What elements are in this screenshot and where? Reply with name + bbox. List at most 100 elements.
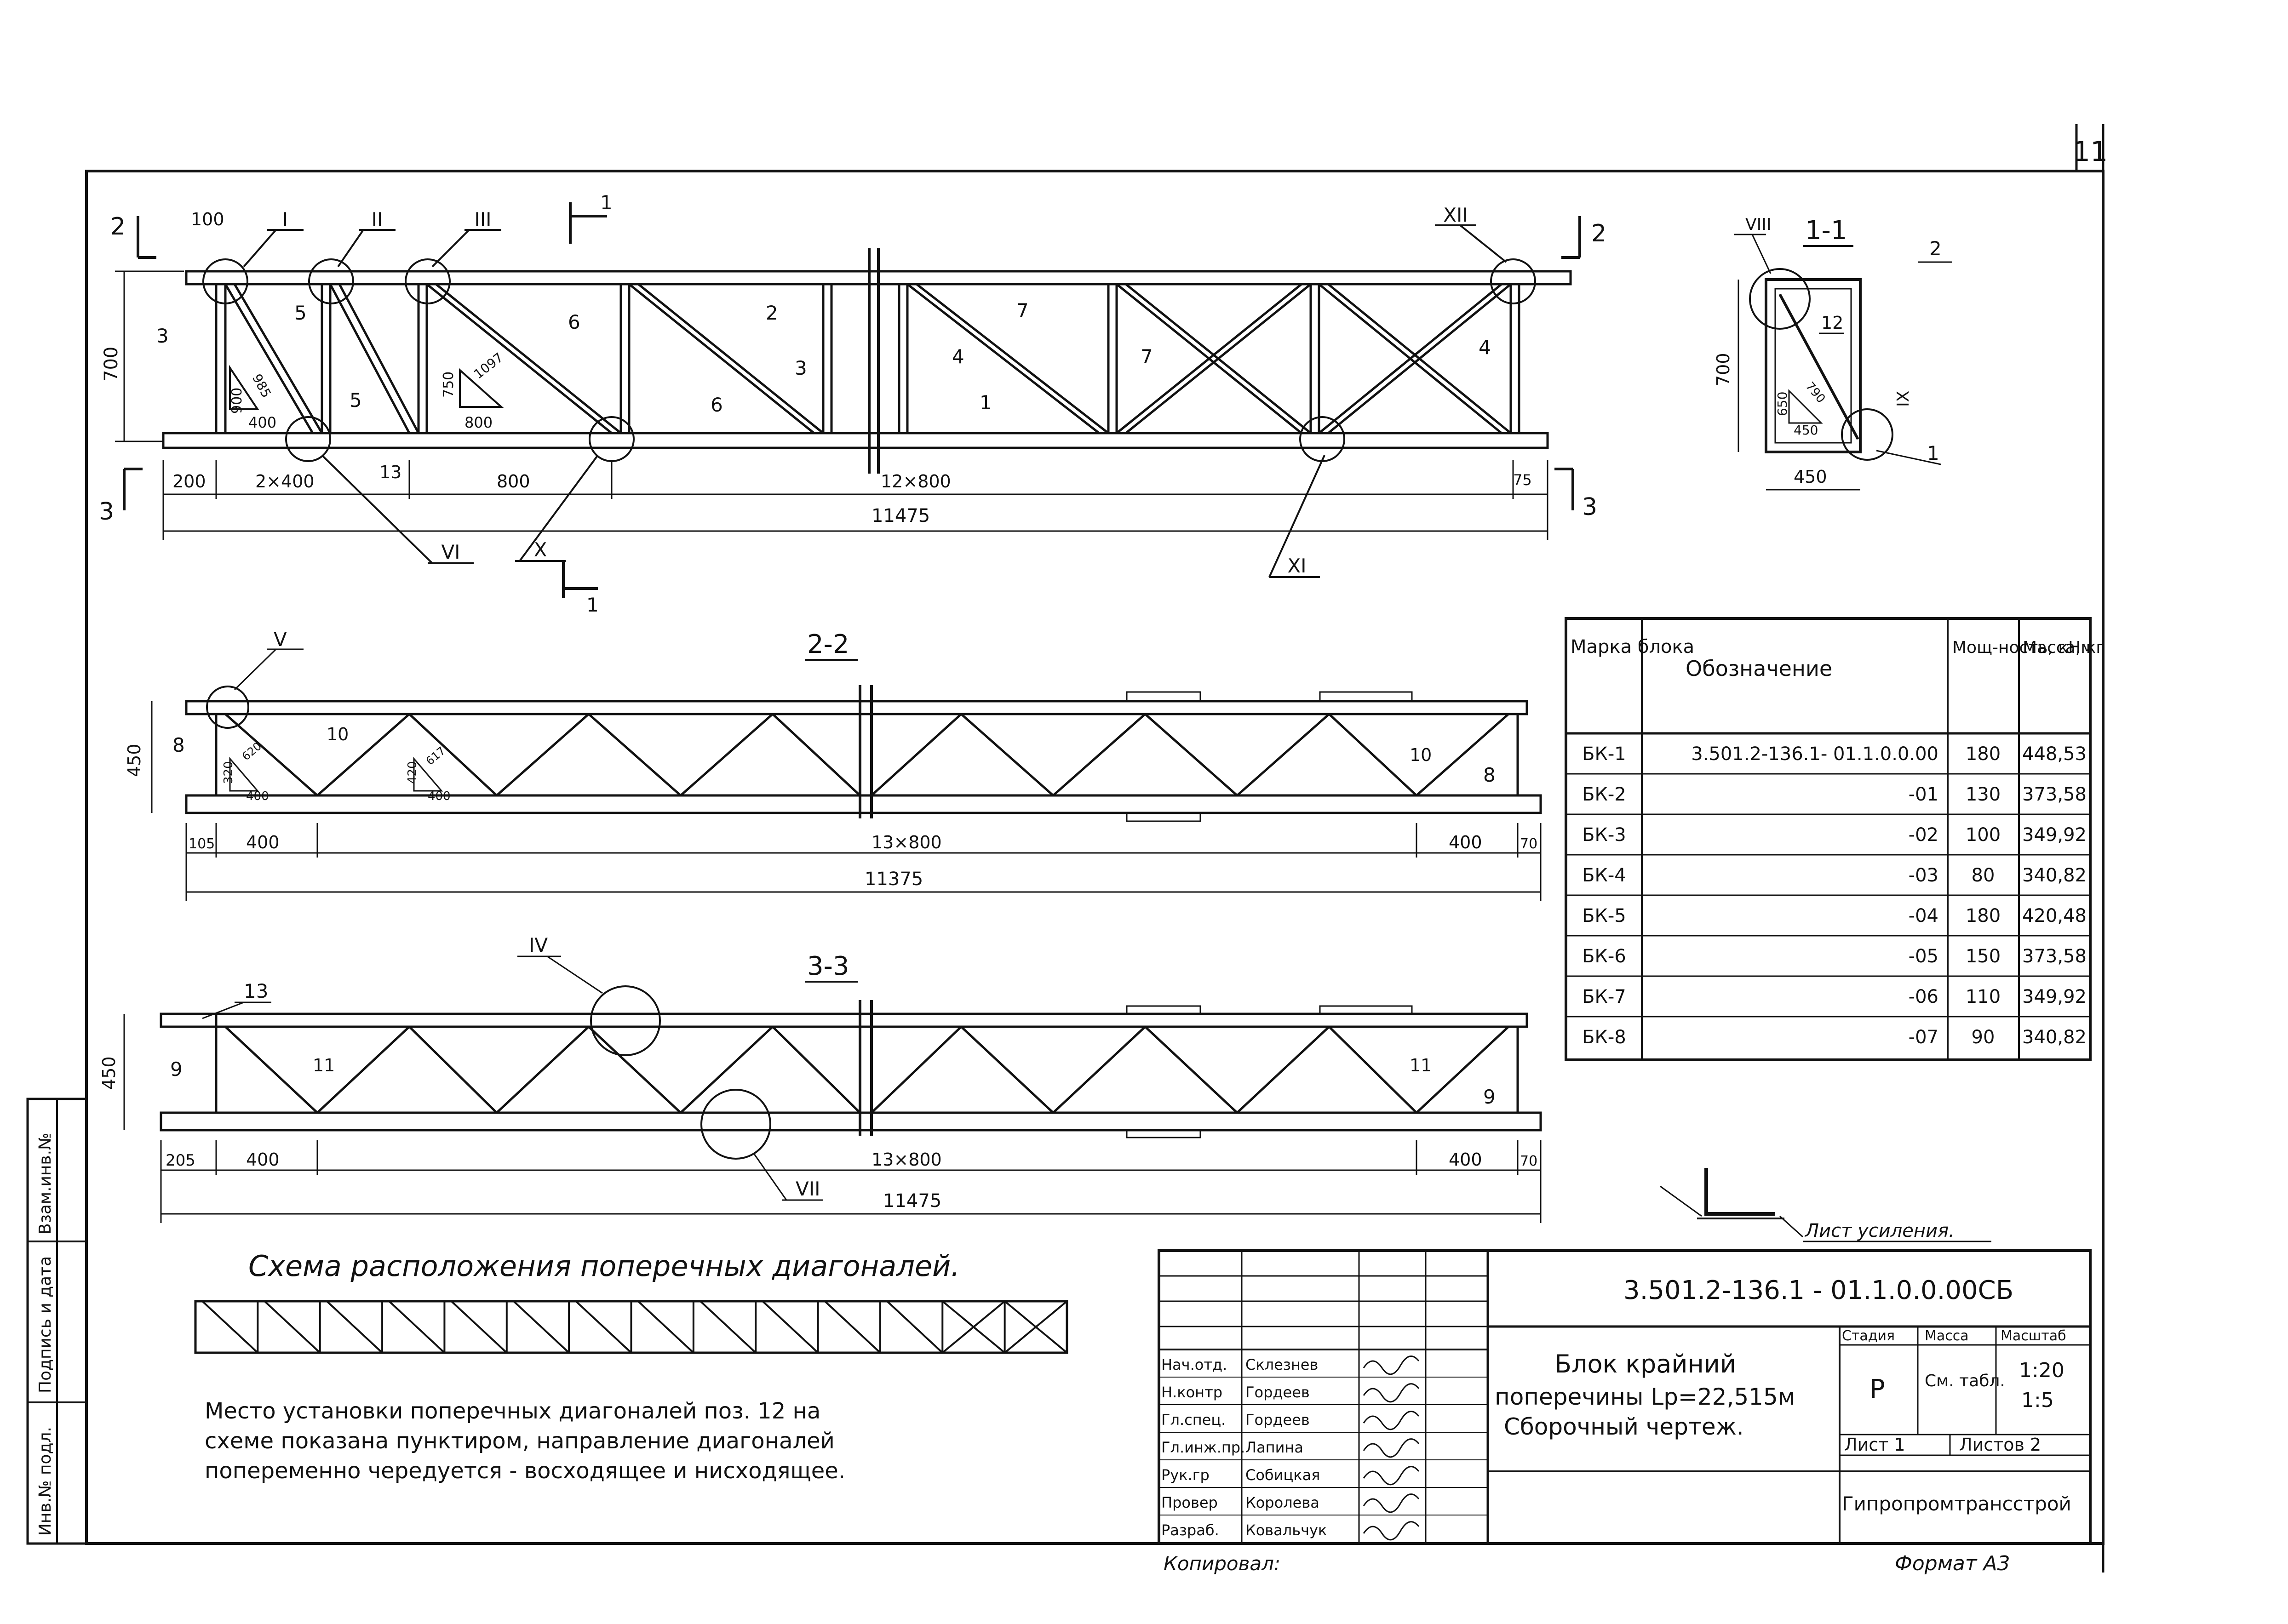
side-label-inv: Инв.№ подл. [36,1427,55,1536]
s22-dim-height: 450 [124,743,144,777]
table-cell-mass: 349,92 [2022,824,2087,846]
role-name: Склезнев [1245,1356,1318,1373]
sheet-number: 11 [2073,136,2108,168]
s11-dim-width: 450 [1794,467,1827,487]
s33-dim-main: 13×800 [872,1149,942,1170]
doc-title-2: поперечины Lр=22,515м [1495,1384,1795,1410]
node-label-I: I [282,208,288,231]
section-mark-2-left: 2 [110,213,126,240]
signature-scribble [1363,1411,1420,1430]
scheme-diagonal [1004,1300,1068,1354]
table-cell-mass: 420,48 [2022,905,2087,926]
table-cell-mass: 373,58 [2022,946,2087,967]
section-mark-3-left: 3 [99,498,114,526]
role-name: Гордеев [1245,1411,1310,1429]
node-label-V: V [274,628,287,651]
dim-next-span: 800 [497,471,530,492]
pos-5-lower: 5 [350,389,362,412]
node-label-VIII: VIII [1745,215,1771,234]
role-name: Лапина [1245,1439,1303,1456]
tri1-h: 400 [248,414,276,431]
s22-tri1-d: 620 [240,740,264,763]
s22-tri1-v: 320 [222,761,235,784]
role-name: Гордеев [1245,1384,1310,1401]
s11-tri-h: 450 [1794,423,1818,438]
dim-main-spans: 12×800 [881,471,951,492]
table-cell-power: 100 [1966,824,2001,846]
pos-7-upper: 7 [1016,299,1029,322]
tri2-d: 1097 [471,350,506,382]
pos-3-left: 3 [156,325,169,347]
s33-dim-first: 400 [246,1149,280,1170]
section-3-3-view: 3-3 IV VII 13 9 [99,934,1542,1223]
elevation-view: I II III XII VI X XI 3 5 5 6 6 2 3 4 7 7… [99,191,1606,616]
table-cell-designation: -03 [1909,865,1938,886]
table-cell-power: 150 [1966,946,2001,967]
diagonal-scheme-title: Схема расположения поперечных диагоналей… [248,1249,960,1283]
sheet-label: Лист 1 [1844,1435,1905,1455]
table-cell-power: 180 [1966,905,2001,926]
s22-pos-8-right: 8 [1483,764,1496,786]
section-mark-3-right: 3 [1582,493,1597,521]
diagonal-note-line-3: попеременно чередуется - восходящее и ни… [205,1458,845,1484]
s11-tri-d: 790 [1803,379,1828,406]
pos-4-right: 4 [1479,336,1491,359]
stage-value: Р [1869,1374,1885,1404]
s33-pos-11-right: 11 [1410,1055,1432,1075]
tri1-d: 985 [249,372,274,400]
th-designation: Обозначение [1686,656,1832,681]
role-name: Собицкая [1245,1466,1320,1484]
section-1-1-title: 1-1 [1805,216,1847,246]
s11-dim-height: 700 [1713,353,1733,386]
scheme-diagonal [942,1300,1005,1354]
section-mark-1-top: 1 [600,191,613,214]
scheme-diagonal [264,1300,321,1354]
reinforcement-label: Лист усиления. [1804,1220,1955,1241]
section-2-2-title: 2-2 [807,629,849,659]
signature-scribble [1363,1521,1420,1541]
doc-title-3: Сборочный чертеж. [1504,1413,1744,1440]
table-cell-mass: 340,82 [2022,865,2087,886]
s22-tri1-h: 400 [246,789,269,803]
table-cell-mark: БК-8 [1582,1027,1626,1048]
org-name: Гипропромтрансстрой [1842,1492,2071,1515]
node-label-III: III [474,208,491,231]
pos-5-upper: 5 [294,302,307,324]
node-label-VII: VII [796,1178,820,1200]
dim-height: 700 [101,347,122,382]
mass-label: Масса [1925,1328,1969,1344]
mass-value: См. табл. [1925,1372,2005,1390]
s33-dim-right-end: 70 [1520,1153,1537,1169]
s33-dim-last: 400 [1449,1149,1482,1170]
s11-pos-1: 1 [1927,442,1939,464]
table-cell-designation: -07 [1909,1027,1938,1048]
pos-1: 1 [980,391,992,414]
diagonal-note-line-1: Место установки поперечных диагоналей по… [205,1398,820,1424]
table-cell-mass: 448,53 [2022,743,2087,765]
s22-pos-10-right: 10 [1410,745,1432,765]
dim-first-spans: 2×400 [255,471,315,492]
node-label-X: X [534,538,547,561]
s22-tri2-v: 420 [406,761,419,784]
s22-pos-10-left: 10 [327,724,349,744]
scheme-diagonal [700,1300,757,1354]
table-cell-mass: 373,58 [2022,784,2087,805]
s33-dim-total: 11475 [883,1190,941,1212]
s33-pos-11-left: 11 [313,1055,335,1075]
doc-code: 3.501.2-136.1 - 01.1.0.0.00СБ [1623,1275,2013,1305]
signature-scribble [1363,1383,1420,1403]
side-stamp: Инв.№ подл. Подпись и дата Взам.инв.№ [26,1098,88,1545]
scale-value-1: 1:20 [2019,1359,2064,1382]
table-cell-mark: БК-1 [1582,743,1626,765]
s33-pos-9-right: 9 [1483,1086,1496,1108]
table-cell-mass: 340,82 [2022,1027,2087,1048]
node-label-IX: IX [1894,391,1913,407]
dim-top-offset: 100 [191,209,224,229]
s22-pos-8-left: 8 [172,734,185,756]
scheme-diagonal [637,1300,694,1354]
tri2-v: 750 [441,372,457,398]
pos-2: 2 [766,302,778,324]
role-title: Гл.спец. [1161,1411,1226,1429]
s33-pos-13: 13 [244,980,268,1002]
th-mark: Марка блока [1571,636,1694,658]
